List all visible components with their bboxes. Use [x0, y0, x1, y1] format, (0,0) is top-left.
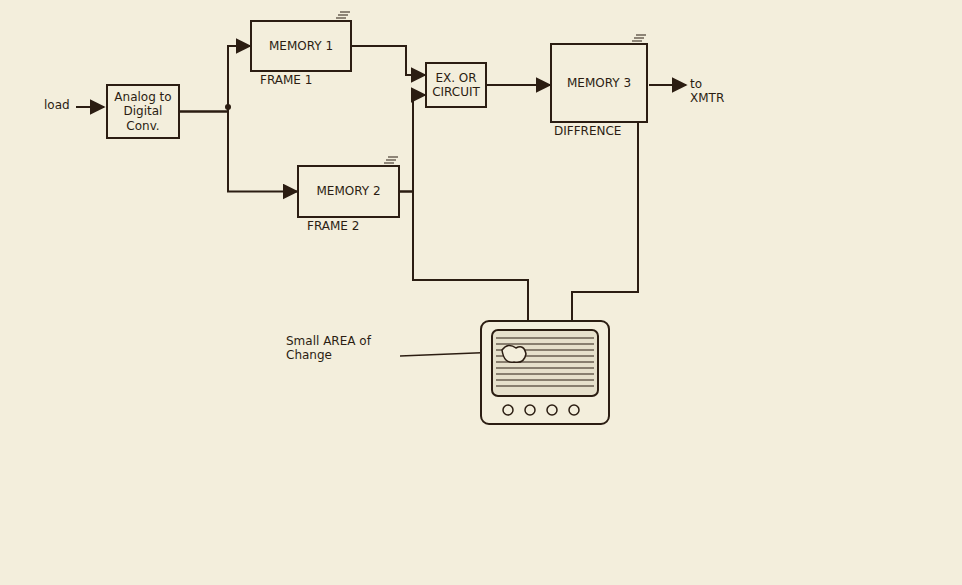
box-label: Analog to Digital Conv. — [112, 90, 174, 133]
box-label: MEMORY 3 — [567, 76, 631, 90]
connector — [487, 84, 550, 86]
connector — [400, 192, 528, 321]
logic-box: EX. OR CIRCUIT — [425, 62, 487, 108]
frame-caption: FRAME 2 — [307, 219, 359, 233]
connector — [180, 46, 250, 112]
box-label: MEMORY 2 — [316, 184, 380, 198]
output-label: to XMTR — [690, 77, 736, 105]
input-arrow — [76, 106, 104, 108]
memory-box: MEMORY 3DIFFRENCE — [550, 43, 648, 123]
connector — [180, 112, 297, 192]
callout-label: Small AREA of Change — [286, 334, 396, 362]
converter-box: Analog to Digital Conv. — [106, 84, 180, 139]
connector — [352, 46, 425, 75]
frame-caption: DIFFRENCE — [554, 124, 621, 138]
memory-box: MEMORY 1FRAME 1 — [250, 20, 352, 72]
monitor: Small AREA of Change — [480, 320, 610, 425]
memory-box: MEMORY 2FRAME 2 — [297, 165, 400, 218]
box-label: MEMORY 1 — [269, 39, 333, 53]
connector — [400, 95, 425, 192]
output-arrow — [649, 84, 686, 86]
connector — [572, 123, 638, 320]
frame-caption: FRAME 1 — [260, 73, 312, 87]
input-label: load — [44, 98, 70, 112]
box-label: EX. OR CIRCUIT — [431, 71, 481, 100]
monitor-drawing — [480, 320, 610, 425]
signal-marks — [336, 12, 646, 163]
